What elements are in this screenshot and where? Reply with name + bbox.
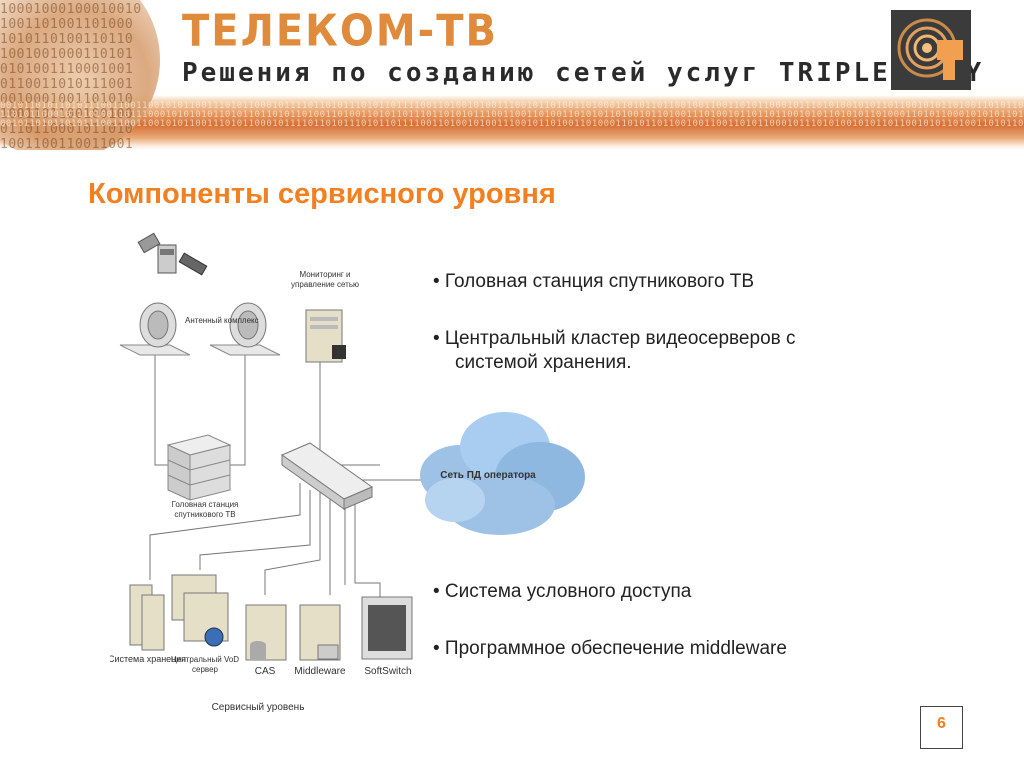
satellite-icon <box>137 232 208 276</box>
storage-label: Система хранения <box>110 654 186 664</box>
cas-server-icon <box>245 604 287 661</box>
headend-station-icon <box>166 434 232 501</box>
antenna-dish-icon <box>119 302 191 356</box>
cloud-label: Сеть ПД оператора <box>440 470 536 481</box>
softswitch-label: SoftSwitch <box>364 666 411 677</box>
bullet-headend: • Головная станция спутникового ТВ <box>433 271 755 292</box>
page-title: Компоненты сервисного уровня <box>88 178 556 210</box>
network-switch-icon <box>280 442 374 510</box>
network-diagram: Антенный комплекс Мониторинг и управлени… <box>110 232 585 713</box>
vod-server-icon <box>171 574 229 647</box>
bullet-vod-cluster: • Центральный кластер видеосерверов с си… <box>433 328 796 373</box>
cas-label: CAS <box>255 666 276 677</box>
binary-strip: 0010110101101011100110011001010110011101… <box>0 101 1024 129</box>
middleware-server-icon <box>299 604 341 661</box>
antenna-dish-icon <box>209 302 281 356</box>
binary-decoration: 10001000100010010 1001101001101000 10101… <box>0 2 142 150</box>
antenna-label: Антенный комплекс <box>185 316 259 325</box>
operator-network-cloud-icon <box>420 412 585 535</box>
softswitch-icon <box>361 596 413 660</box>
tagline: Решения по созданию сетей услуг TRIPLE P… <box>182 58 985 88</box>
diagram-caption: Сервисный уровень <box>212 702 305 713</box>
brand-logo-text: ТЕЛЕКОМ-ТВ <box>182 6 499 57</box>
bullet-cas: • Система условного доступа <box>433 581 692 602</box>
page-number: 6 <box>920 706 963 749</box>
monitoring-label: Мониторинг и управление сетью <box>291 270 359 289</box>
headend-label: Головная станция спутникового ТВ <box>172 500 239 519</box>
monitoring-server-icon <box>305 309 346 363</box>
header-banner: 10001000100010010 1001101001101000 10101… <box>0 0 1024 150</box>
storage-system-icon <box>129 584 165 651</box>
middleware-label: Middleware <box>294 666 346 677</box>
vod-label: Центральный VoD сервер <box>171 655 239 674</box>
company-logo-icon <box>891 10 971 90</box>
bullet-middleware: • Программное обеспечение middleware <box>433 638 787 659</box>
globe-graphic <box>0 0 160 150</box>
